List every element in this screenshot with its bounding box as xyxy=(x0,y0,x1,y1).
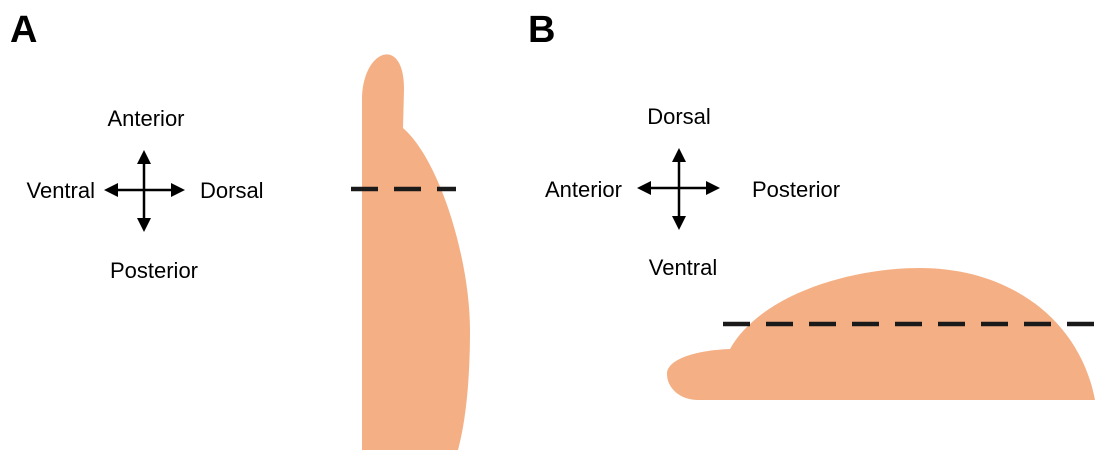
panel-b-label-left: Anterior xyxy=(545,177,622,202)
arrowhead-right xyxy=(706,181,720,195)
arrowhead-down xyxy=(672,216,686,230)
panel-a-compass: Anterior Posterior Ventral Dorsal xyxy=(27,106,264,283)
arrowhead-left xyxy=(637,181,651,195)
panel-a-label: A xyxy=(10,9,37,51)
arrowhead-down xyxy=(137,218,151,232)
panel-a-specimen-shape xyxy=(362,54,470,450)
panel-b-label-up: Dorsal xyxy=(647,104,711,129)
panel-b-label: B xyxy=(528,9,555,51)
arrowhead-up xyxy=(137,150,151,164)
panel-a-label-down: Posterior xyxy=(110,258,198,283)
panel-b-compass: Dorsal Ventral Anterior Posterior xyxy=(545,104,840,280)
panel-a-label-up: Anterior xyxy=(107,106,184,131)
panel-a-label-left: Ventral xyxy=(27,178,96,203)
panel-b-specimen-shape xyxy=(667,268,1095,400)
panel-b-label-right: Posterior xyxy=(752,177,840,202)
arrowhead-left xyxy=(104,183,118,197)
arrowhead-up xyxy=(672,148,686,162)
panel-b-label-down: Ventral xyxy=(649,255,718,280)
arrowhead-right xyxy=(171,183,185,197)
panel-a-label-right: Dorsal xyxy=(200,178,264,203)
panel-b: B Dorsal Ventral Anterior Posterior xyxy=(528,9,1107,400)
panel-a: A Anterior Posterior Ventral Dorsal xyxy=(10,9,470,450)
